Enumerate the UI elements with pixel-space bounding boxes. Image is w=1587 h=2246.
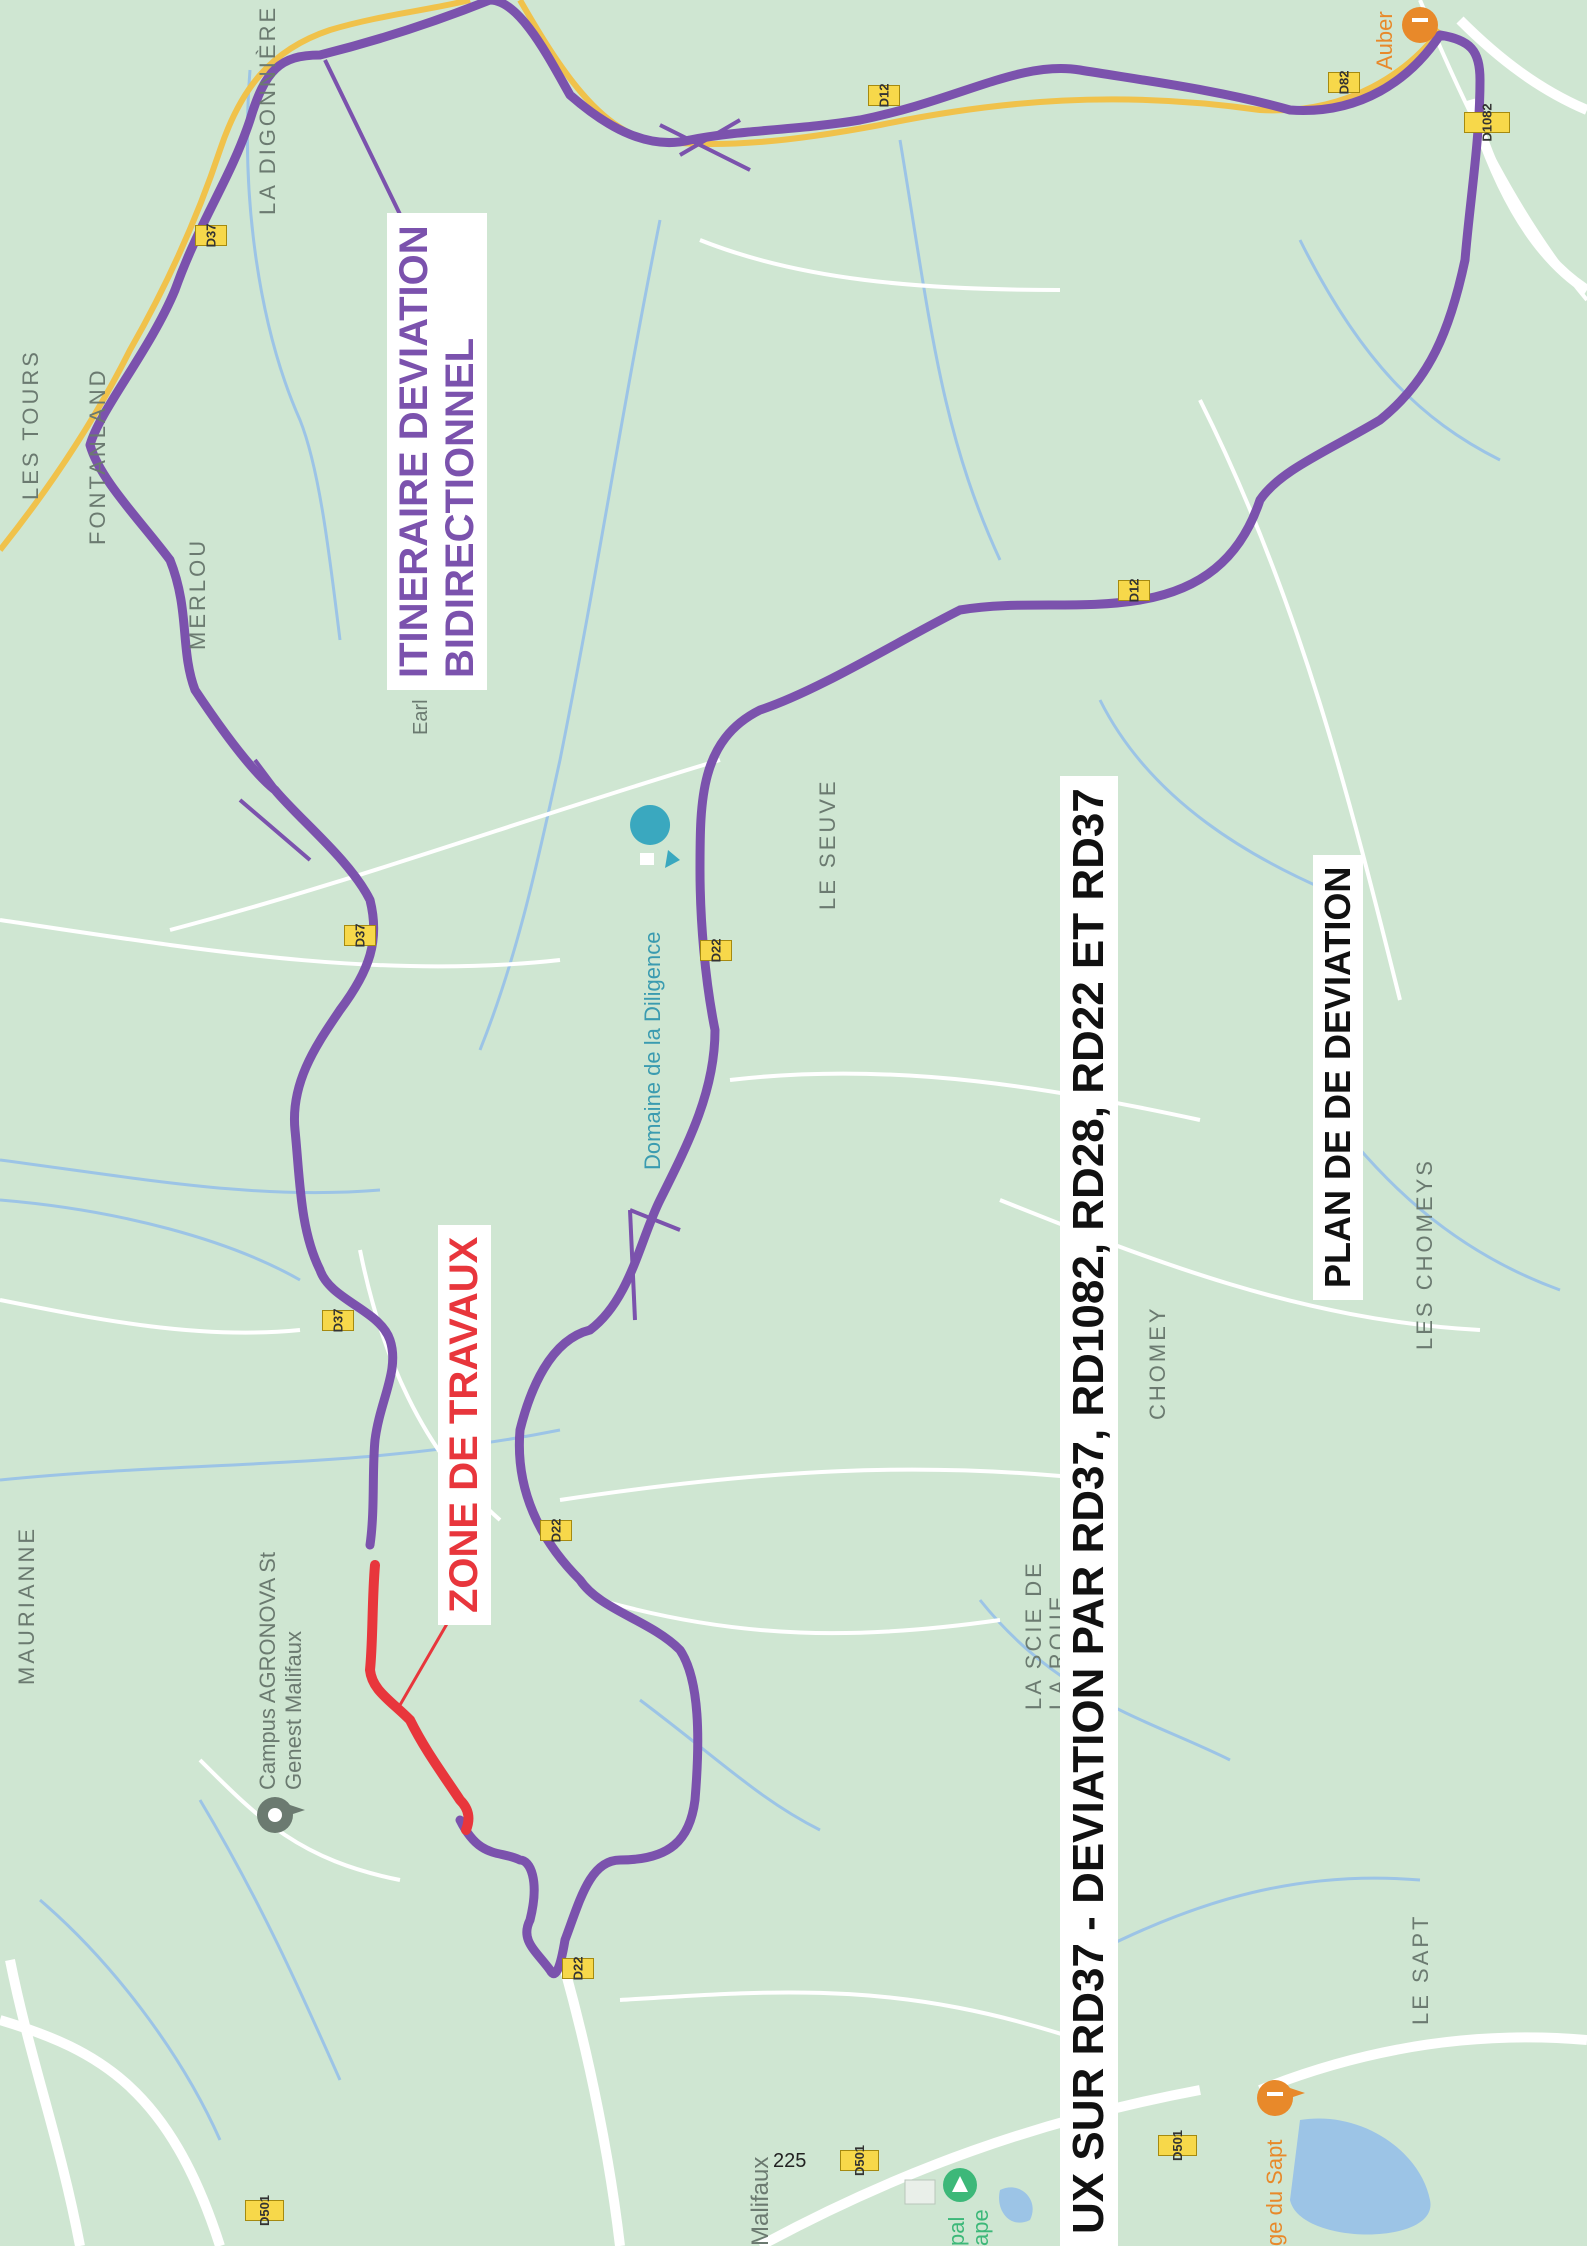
- direction-arrows: [238, 118, 751, 1321]
- auberge-bottom-pin-icon[interactable]: [1257, 2080, 1305, 2116]
- road-shield-d37-north: D37: [195, 224, 227, 247]
- road-shield-d22-north: D22: [700, 939, 732, 962]
- itineraire-line-1: ITINERAIRE DEVIATION: [392, 225, 436, 678]
- road-shield-d22-south: D22: [562, 1957, 594, 1980]
- detour-route: [85, 0, 1485, 1979]
- place-maurianne: MAURIANNE: [14, 1525, 39, 1685]
- poi-diligence-label[interactable]: Domaine de la Diligence: [640, 931, 665, 1170]
- place-la-digonniere: LA DIGONNIÈRE: [255, 4, 280, 215]
- place-merlou: MERLOU: [185, 537, 210, 650]
- road-shield-d12-south: D12: [1118, 579, 1150, 602]
- place-les-chomeys: LES CHOMEYS: [1412, 1158, 1437, 1350]
- plan-label: PLAN DE DE DEVIATION: [1313, 854, 1363, 1300]
- main-title-banner: UX SUR RD37 - DEVIATION PAR RD37, RD1082…: [1060, 776, 1118, 2246]
- poi-auberge-top-label[interactable]: Auber: [1372, 11, 1397, 70]
- highway-road-north: [517, 0, 1443, 147]
- road-shield-d37-mid: D37: [344, 924, 376, 947]
- place-chomey: CHOMEY: [1145, 1305, 1170, 1420]
- white-roads: [0, 0, 1587, 2042]
- streams: [0, 69, 1561, 2141]
- zone-travaux-label: ZONE DE TRAVAUX: [438, 1224, 491, 1625]
- place-les-tours: LES TOURS: [18, 349, 43, 500]
- itineraire-line-2: BIDIRECTIONNEL: [438, 338, 482, 678]
- poi-earl-label: Earl: [410, 699, 432, 735]
- road-shield-d22-mid: D22: [540, 1519, 572, 1542]
- itineraire-leader: [323, 59, 412, 236]
- camping-pin-icon[interactable]: [943, 2168, 977, 2202]
- place-fontanland: FONTANLAND: [85, 367, 110, 546]
- road-shield-d12: D12: [868, 84, 900, 107]
- work-zone-segment: [364, 1560, 474, 1835]
- zone-leader: [398, 1609, 457, 1706]
- highway-road: [0, 0, 471, 552]
- lake: [1290, 2118, 1431, 2235]
- road-shield-d501-west: D501: [245, 2195, 285, 2226]
- road-shield-d37-south: D37: [322, 1309, 354, 1332]
- diligence-pin-icon[interactable]: [630, 805, 680, 868]
- camping-building-icon: [904, 2179, 936, 2205]
- place-malifaux: Malifaux: [747, 2156, 774, 2246]
- auberge-top-pin-icon[interactable]: [1402, 7, 1438, 43]
- itineraire-label: ITINERAIRE DEVIATION BIDIRECTIONNEL: [387, 213, 487, 690]
- road-shield-d1082: D1082: [1464, 103, 1511, 142]
- pond: [999, 2187, 1033, 2223]
- place-le-sapt: LE SAPT: [1408, 1913, 1433, 2025]
- road-shield-d501-center: D501: [840, 2145, 880, 2176]
- poi-auberge-bottom-label[interactable]: ge du Sapt: [1262, 2139, 1287, 2246]
- road-shield-d501-east: D501: [1158, 2130, 1198, 2161]
- road-shield-d82: D82: [1328, 71, 1360, 94]
- campus-pin-icon[interactable]: [257, 1797, 305, 1833]
- place-le-seuve: LE SEUVE: [815, 778, 840, 910]
- page-number: 225: [773, 2150, 807, 2172]
